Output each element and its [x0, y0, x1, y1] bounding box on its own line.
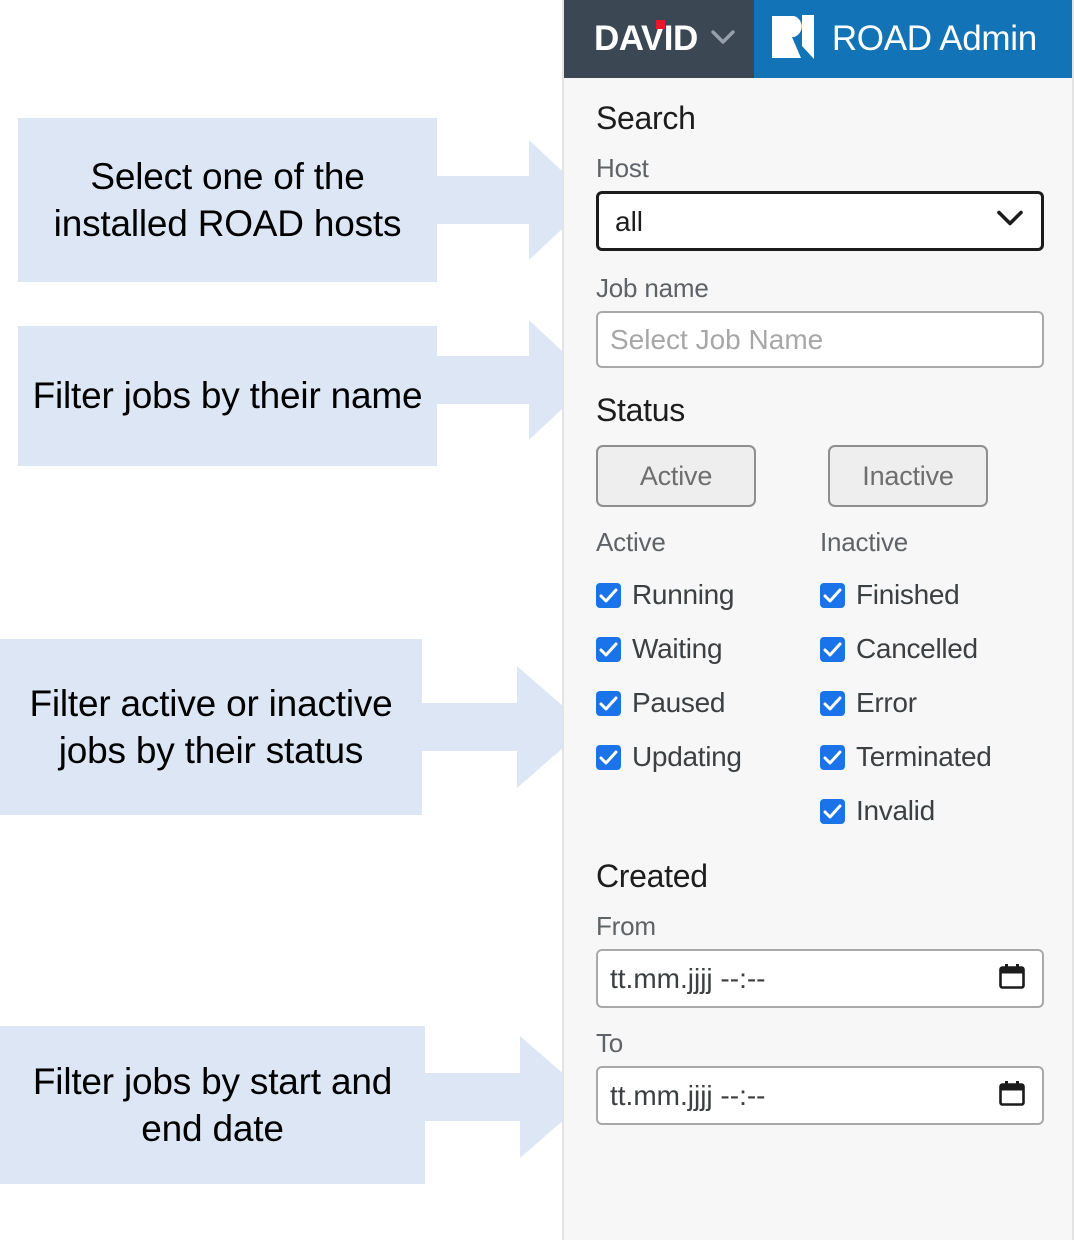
- checkbox-waiting[interactable]: [596, 636, 621, 662]
- created-to-input[interactable]: tt.mm.jjjj --:--: [596, 1066, 1044, 1125]
- chevron-down-icon[interactable]: [710, 29, 736, 50]
- from-label: From: [596, 911, 656, 941]
- annotation-text-status: Filter active or inactive jobs by their …: [29, 682, 393, 771]
- host-select-wrap: all: [596, 191, 1044, 251]
- road-logo-icon: [768, 12, 818, 67]
- created-from-value: tt.mm.jjjj --:--: [610, 962, 766, 994]
- jobname-input[interactable]: [596, 311, 1044, 368]
- calendar-icon[interactable]: [998, 962, 1026, 995]
- status-column-active: Active Running Waiting: [596, 527, 820, 838]
- checkbox-row-waiting[interactable]: Waiting: [596, 622, 820, 676]
- brand-menu[interactable]: DAVID: [564, 0, 754, 78]
- host-label: Host: [596, 153, 649, 183]
- checkbox-row-invalid[interactable]: Invalid: [820, 784, 1044, 838]
- status-filter-buttons: Active Inactive: [596, 445, 1044, 507]
- calendar-icon[interactable]: [998, 1079, 1026, 1112]
- active-filter-button[interactable]: Active: [596, 445, 756, 507]
- annotation-callout-status: Filter active or inactive jobs by their …: [0, 639, 422, 815]
- checkbox-label-waiting: Waiting: [632, 633, 723, 664]
- checkbox-label-paused: Paused: [632, 687, 726, 718]
- checkbox-row-error[interactable]: Error: [820, 676, 1044, 730]
- created-from-input[interactable]: tt.mm.jjjj --:--: [596, 949, 1044, 1008]
- column-heading-active: Active: [596, 527, 666, 557]
- checkbox-label-updating: Updating: [632, 741, 742, 772]
- status-checkbox-columns: Active Running Waiting: [596, 527, 1044, 838]
- product-title-bar: ROAD Admin: [753, 0, 1072, 78]
- search-heading: Search: [596, 100, 696, 136]
- road-admin-panel: DAVID: [562, 0, 1074, 1240]
- annotation-callout-jobname: Filter jobs by their name: [18, 326, 437, 466]
- created-section: Created From tt.mm.jjjj --:-- To: [596, 858, 1044, 1125]
- brand-accent-dot: [656, 20, 665, 29]
- annotation-text-date: Filter jobs by start and end date: [32, 1060, 393, 1149]
- created-heading: Created: [596, 858, 708, 894]
- jobname-label: Job name: [596, 273, 709, 303]
- checkbox-label-finished: Finished: [856, 579, 960, 610]
- checkbox-error[interactable]: [820, 690, 845, 716]
- checkbox-row-finished[interactable]: Finished: [820, 568, 1044, 622]
- brand-text: DAVID: [594, 19, 698, 58]
- brand-wordmark: DAVID: [594, 19, 698, 59]
- checkbox-terminated[interactable]: [820, 744, 845, 770]
- checkbox-running[interactable]: [596, 582, 621, 608]
- app-header: DAVID: [564, 0, 1072, 78]
- checkbox-label-terminated: Terminated: [856, 741, 992, 772]
- product-title: ROAD Admin: [831, 19, 1037, 58]
- checkbox-label-running: Running: [632, 579, 735, 610]
- status-column-inactive: Inactive Finished Cancelled: [820, 527, 1044, 838]
- checkbox-finished[interactable]: [820, 582, 845, 608]
- inactive-filter-button[interactable]: Inactive: [828, 445, 988, 507]
- checkbox-label-cancelled: Cancelled: [856, 633, 978, 664]
- search-form: Search Host all Job name Status: [564, 78, 1072, 1125]
- checkbox-row-terminated[interactable]: Terminated: [820, 730, 1044, 784]
- status-heading: Status: [596, 392, 685, 428]
- annotation-text-host: Select one of the installed ROAD hosts: [53, 155, 402, 244]
- checkbox-row-paused[interactable]: Paused: [596, 676, 820, 730]
- host-select[interactable]: all: [596, 191, 1044, 251]
- checkbox-row-cancelled[interactable]: Cancelled: [820, 622, 1044, 676]
- checkbox-invalid[interactable]: [820, 798, 845, 824]
- jobname-field-wrap: [596, 311, 1044, 368]
- annotation-callout-date: Filter jobs by start and end date: [0, 1026, 425, 1184]
- checkbox-updating[interactable]: [596, 744, 621, 770]
- annotation-callout-host: Select one of the installed ROAD hosts: [18, 118, 437, 282]
- checkbox-cancelled[interactable]: [820, 636, 845, 662]
- checkbox-label-error: Error: [856, 687, 917, 718]
- checkbox-label-invalid: Invalid: [856, 795, 935, 826]
- checkbox-row-running[interactable]: Running: [596, 568, 820, 622]
- checkbox-row-updating[interactable]: Updating: [596, 730, 820, 784]
- to-label: To: [596, 1028, 624, 1058]
- column-heading-inactive: Inactive: [820, 527, 909, 557]
- annotation-text-jobname: Filter jobs by their name: [32, 375, 423, 417]
- created-to-value: tt.mm.jjjj --:--: [610, 1079, 766, 1111]
- checkbox-paused[interactable]: [596, 690, 621, 716]
